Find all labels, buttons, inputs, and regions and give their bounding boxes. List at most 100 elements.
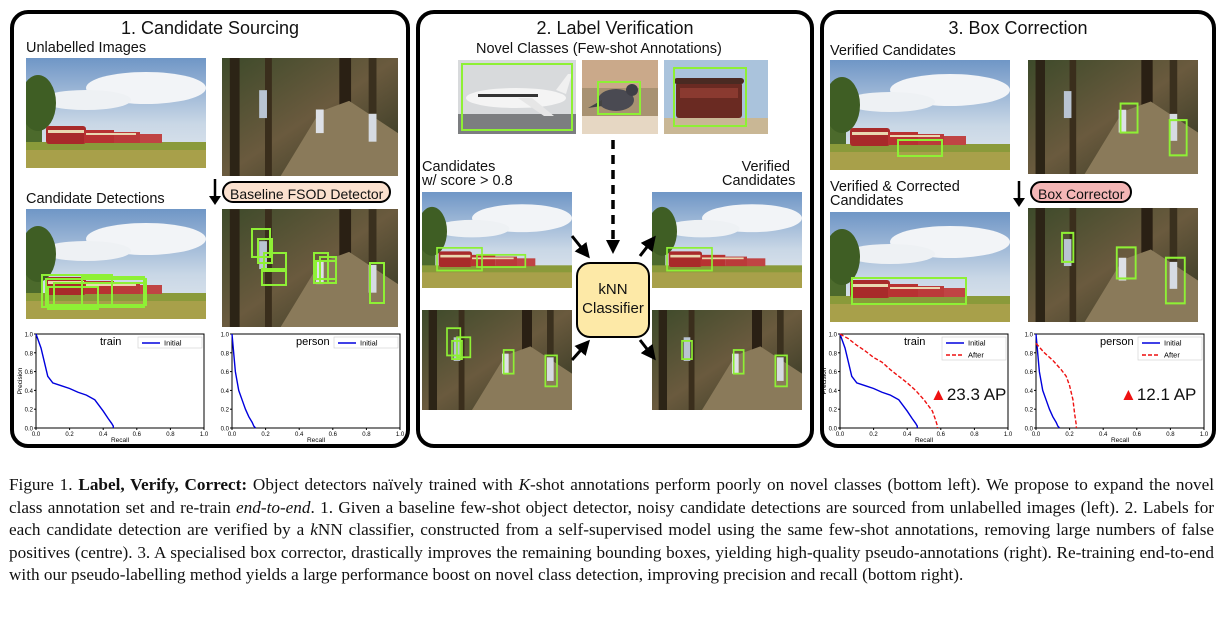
- x-tick-label: 1.0: [1200, 432, 1209, 438]
- train-image-candidates: [422, 192, 572, 288]
- x-tick-label: 0.4: [903, 432, 912, 438]
- legend-box: [137, 336, 203, 349]
- down-arrow-icon: [1013, 181, 1025, 207]
- y-tick-label: 0.8: [1025, 351, 1034, 357]
- y-tick-label: 0.2: [1025, 408, 1034, 414]
- plot-frame: [231, 333, 401, 429]
- x-tick-label: 0.4: [99, 432, 108, 438]
- series-line-after: [1035, 342, 1078, 428]
- train-image-unlabelled: [26, 58, 206, 168]
- knn-classifier-node: kNN Classifier: [576, 262, 650, 338]
- forest-image-candidates: [422, 310, 572, 410]
- caption-text-4: NN classifier, constructed from a self-s…: [9, 520, 1215, 585]
- forest-image-verified: [1028, 60, 1198, 174]
- x-tick-label: 0.2: [261, 432, 270, 438]
- y-tick-label: 0.6: [1025, 370, 1034, 376]
- caption-bold-title: Label, Verify, Correct:: [78, 475, 248, 494]
- y-tick-label: 0.6: [25, 370, 34, 376]
- pigeon-image: [582, 60, 658, 134]
- y-tick-label: 1.0: [1025, 333, 1034, 339]
- legend-label: Initial: [164, 339, 182, 348]
- y-tick-label: 0.6: [829, 370, 838, 376]
- y-tick-label: 0.8: [829, 351, 838, 357]
- x-axis-label: Recall: [915, 437, 934, 442]
- plot-title: person: [1100, 336, 1134, 348]
- train-ap-gain: ▲23.3 AP: [930, 385, 1007, 404]
- legend-label: After: [1164, 351, 1180, 360]
- x-tick-label: 0.8: [166, 432, 175, 438]
- y-tick-label: 0.2: [25, 408, 34, 414]
- knn-label: kNN: [598, 281, 628, 298]
- y-axis-label: Precision: [821, 367, 828, 394]
- candidates-label: Candidates: [422, 159, 496, 175]
- x-tick-label: 0.0: [228, 432, 237, 438]
- x-axis-label: Recall: [111, 437, 130, 442]
- y-tick-label: 0.4: [221, 389, 230, 395]
- forest-image-detections: [222, 209, 398, 327]
- y-tick-label: 1.0: [25, 333, 34, 339]
- panel-title: 3. Box Correction: [948, 18, 1088, 38]
- forest-image-unlabelled: [222, 58, 398, 176]
- x-tick-label: 0.0: [32, 432, 41, 438]
- y-axis-label: Precision: [17, 367, 24, 394]
- y-tick-label: 0.8: [221, 351, 230, 357]
- caption-end-to-end: end-to-end: [236, 497, 311, 517]
- figure-caption: Figure 1. Label, Verify, Correct: Object…: [9, 474, 1214, 587]
- verified-candidates-label: Verified Candidates: [830, 43, 956, 59]
- x-tick-label: 1.0: [1004, 432, 1013, 438]
- y-tick-label: 0.0: [221, 427, 230, 433]
- forest-image-corrected: [1028, 208, 1198, 322]
- classifier-arrows: [570, 235, 656, 361]
- unlabelled-images-label: Unlabelled Images: [26, 40, 147, 56]
- plot-title: train: [904, 336, 925, 348]
- y-tick-label: 0.8: [25, 351, 34, 357]
- train-image-corrected: [830, 212, 1010, 322]
- verified-candidates-label: Candidates: [722, 173, 796, 189]
- legend-label: Initial: [360, 339, 378, 348]
- plot-title: person: [296, 336, 330, 348]
- y-tick-label: 0.0: [1025, 427, 1034, 433]
- up-triangle-icon: ▲: [1120, 385, 1137, 404]
- caption-k: K: [518, 475, 531, 494]
- person-ap-gain: ▲12.1 AP: [1120, 385, 1197, 404]
- caption-text-2: -shot annotations perform poorly on nove…: [9, 475, 1215, 517]
- x-tick-label: 0.8: [362, 432, 371, 438]
- train-image-detections: [26, 209, 206, 319]
- down-arrow-icon: [209, 179, 221, 205]
- series-line-initial: [231, 333, 257, 429]
- y-tick-label: 0.2: [221, 408, 230, 414]
- y-tick-label: 0.4: [829, 389, 838, 395]
- dashed-arrow-icon: [606, 140, 620, 254]
- plot-frame: [35, 333, 205, 429]
- panel-title: 2. Label Verification: [536, 18, 694, 38]
- series-line-initial: [35, 333, 114, 428]
- legend-label: Initial: [1164, 339, 1182, 348]
- baseline-detector-pill: Baseline FSOD Detector: [222, 181, 392, 203]
- y-tick-label: 1.0: [221, 333, 230, 339]
- y-tick-label: 0.0: [829, 427, 838, 433]
- series-line-initial: [839, 333, 918, 428]
- x-tick-label: 0.2: [869, 432, 878, 438]
- y-tick-label: 0.2: [829, 408, 838, 414]
- up-triangle-icon: ▲: [930, 385, 947, 404]
- y-tick-label: 0.4: [25, 389, 34, 395]
- x-tick-label: 0.0: [836, 432, 845, 438]
- candidates-label: Candidates: [830, 193, 904, 209]
- panel-title: 1. Candidate Sourcing: [120, 18, 300, 38]
- caption-text-3: . 1. Given a baseline few-shot object de…: [9, 497, 1215, 540]
- y-tick-label: 0.0: [25, 427, 34, 433]
- x-tick-label: 0.6: [937, 432, 946, 438]
- verified-corrected-label: Verified & Corrected: [830, 179, 960, 195]
- x-tick-label: 0.2: [1065, 432, 1074, 438]
- railcar-image: [664, 60, 768, 134]
- train-image-verified: [830, 60, 1010, 170]
- train-image-verified: [652, 192, 802, 288]
- x-tick-label: 1.0: [396, 432, 405, 438]
- caption-text-1: Object detectors naïvely trained with: [252, 475, 513, 494]
- caption-k-small: k: [310, 520, 318, 540]
- airplane-image: [458, 60, 576, 134]
